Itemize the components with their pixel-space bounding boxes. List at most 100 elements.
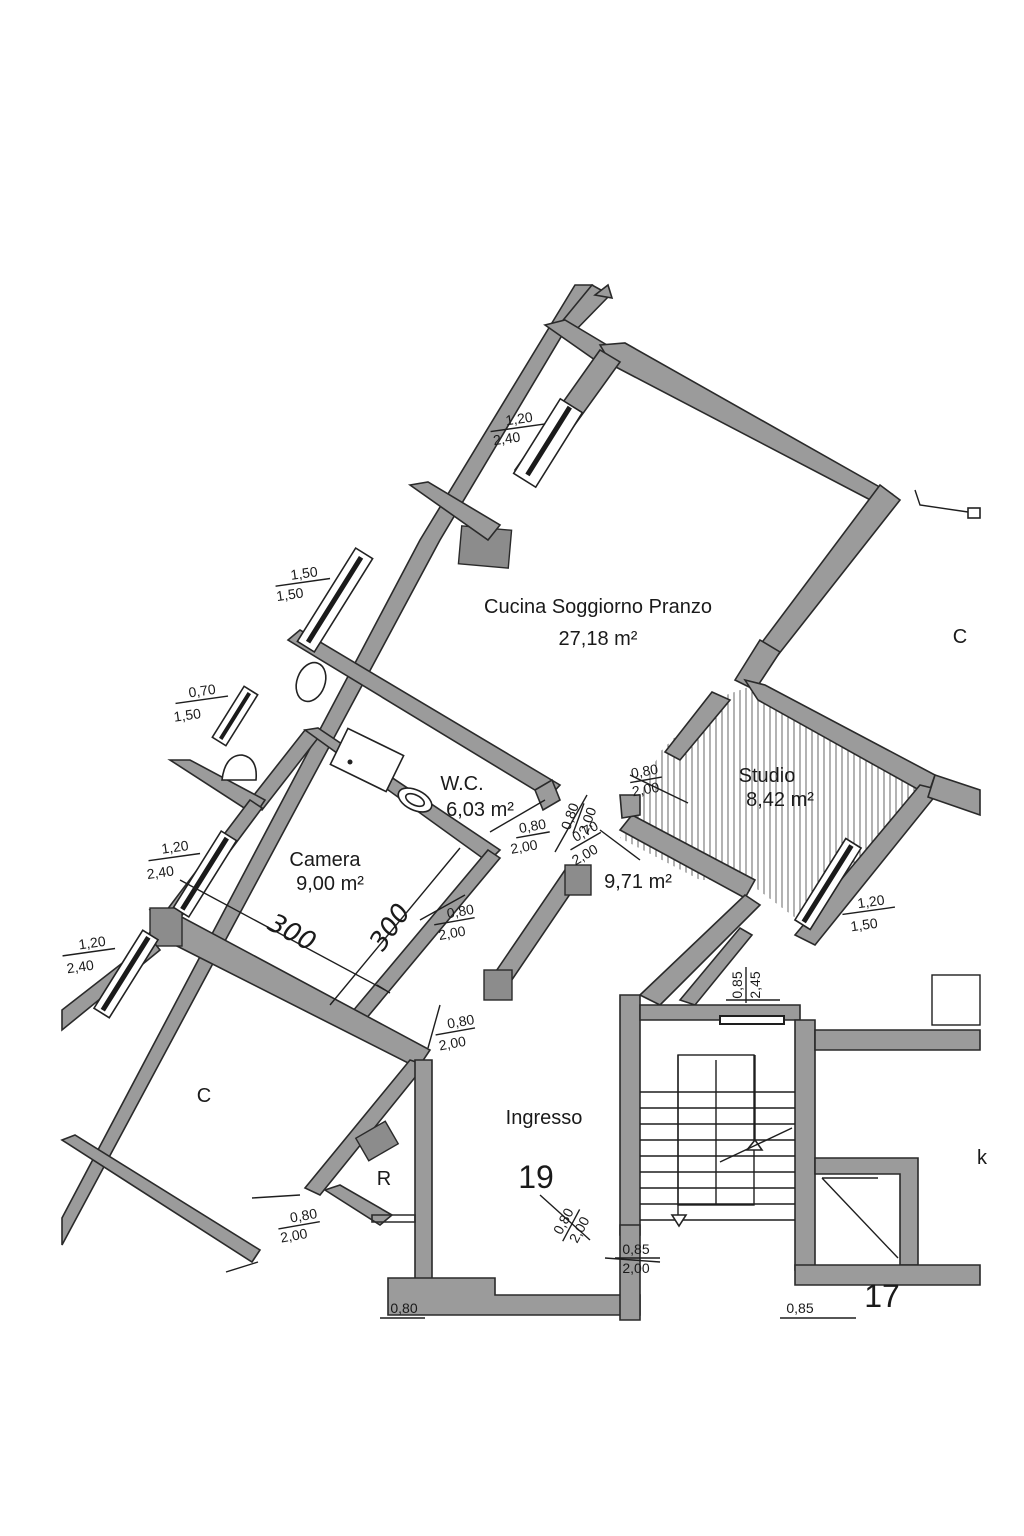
svg-text:0,80: 0,80 <box>289 1205 319 1226</box>
door-camera-label: 0,80 2,00 <box>434 901 475 944</box>
room-camera-name: Camera <box>289 849 361 871</box>
wall-top-right-cap <box>593 283 614 300</box>
svg-text:0,80: 0,80 <box>390 1300 417 1316</box>
window-c-left <box>92 929 160 1019</box>
wall-cucina-inner-left <box>407 481 502 542</box>
window-top <box>512 397 584 489</box>
room-studio-area: 8,42 m² <box>746 789 814 811</box>
room-r-name: R <box>377 1168 391 1190</box>
door-stair-label: 0,85 2,00 <box>615 1241 660 1276</box>
wall-door-jamb-2 <box>619 794 641 819</box>
wall-k-box <box>814 1157 919 1266</box>
wall-studio-west <box>663 691 732 762</box>
svg-text:1,20: 1,20 <box>160 837 189 857</box>
win-top-label: 1,20 2,40 <box>490 409 546 449</box>
wall-right-out <box>927 773 981 817</box>
svg-text:0,80: 0,80 <box>518 816 548 837</box>
wall-k-north <box>814 1029 981 1051</box>
wall-wc-north <box>286 629 562 800</box>
room-k-name: k <box>977 1147 988 1169</box>
c-right-arc <box>914 489 969 513</box>
window-150 <box>296 546 374 654</box>
svg-text:0,80: 0,80 <box>630 761 660 782</box>
svg-text:0,80: 0,80 <box>445 901 475 922</box>
svg-text:0,85: 0,85 <box>729 971 745 998</box>
room-camera-area: 9,00 m² <box>296 873 364 895</box>
wall-r-closet <box>323 1184 394 1226</box>
svg-text:1,50: 1,50 <box>289 563 318 583</box>
unit-19-number: 19 <box>518 1159 554 1195</box>
svg-text:2,00: 2,00 <box>622 1260 649 1276</box>
room-disimpegno-area: 9,71 m² <box>604 871 672 893</box>
room-ingresso-name: Ingresso <box>506 1107 583 1129</box>
wall-ingresso-east <box>619 994 641 1236</box>
toilet-fixture <box>221 754 258 781</box>
wall-cleft-east <box>303 1059 427 1196</box>
svg-text:1,20: 1,20 <box>504 409 533 429</box>
door-leaders <box>225 774 856 1319</box>
wall-ingresso-west <box>414 1059 433 1286</box>
svg-text:0,85: 0,85 <box>622 1241 649 1257</box>
wall-cucina-east <box>758 483 902 657</box>
svg-text:0,80: 0,80 <box>446 1011 476 1032</box>
svg-text:2,40: 2,40 <box>66 957 95 977</box>
win-150-label: 1,50 1,50 <box>275 563 331 604</box>
svg-text:1,20: 1,20 <box>77 933 106 953</box>
lift-opening-label: 0,85 2,45 <box>729 967 763 1003</box>
svg-text:0,85: 0,85 <box>786 1300 813 1316</box>
door-wc-a-label: 0,80 2,00 <box>509 816 550 857</box>
wall-k-bottom <box>794 1264 981 1286</box>
wall-stair-entry <box>619 1224 641 1321</box>
wall-r-closet-front <box>371 1214 416 1223</box>
pillar-corridor-1 <box>564 864 592 896</box>
bidet-fixture <box>295 661 327 703</box>
win-c-left-label: 1,20 2,40 <box>62 933 116 977</box>
wall-cleft-south <box>60 1134 262 1264</box>
svg-text:2,00: 2,00 <box>437 1033 467 1054</box>
win-070-label: 0,70 1,50 <box>173 681 229 725</box>
pillar-corridor-2 <box>483 969 513 1001</box>
wall-lift-left <box>678 926 754 1006</box>
svg-text:2,00: 2,00 <box>437 923 467 944</box>
svg-text:1,50: 1,50 <box>849 915 878 935</box>
wall-stair-diag <box>638 893 762 1006</box>
window-070 <box>211 685 259 747</box>
svg-text:1,50: 1,50 <box>275 584 304 604</box>
room-wc-name: W.C. <box>440 773 483 795</box>
wall-cucina-north <box>598 342 894 506</box>
svg-text:2,00: 2,00 <box>279 1225 309 1246</box>
room-cucina-name: Cucina Soggiorno Pranzo <box>484 596 712 618</box>
svg-text:2,40: 2,40 <box>492 429 521 449</box>
window-studio <box>793 837 863 931</box>
pillar-r <box>354 1120 400 1162</box>
svg-text:0,70: 0,70 <box>187 681 216 701</box>
lift-door <box>719 1015 785 1025</box>
wall-stair-east <box>794 1019 816 1271</box>
sink-fixture <box>397 787 433 813</box>
svg-text:1,20: 1,20 <box>856 892 885 912</box>
svg-text:2,00: 2,00 <box>509 836 539 857</box>
stair-treads <box>640 1054 795 1228</box>
unit-17-number: 17 <box>864 1278 900 1314</box>
room-c-left-name: C <box>197 1085 211 1107</box>
door-studio-label: 0,80 2,00 <box>630 761 662 800</box>
wall-ingresso-south <box>387 1277 641 1316</box>
door-bottom-left-label: 0,80 <box>390 1300 417 1316</box>
room-studio-name: Studio <box>739 765 796 787</box>
k-fixture <box>931 974 981 1026</box>
win-studio-label: 1,20 1,50 <box>842 892 896 935</box>
win-camera-label: 1,20 2,40 <box>146 837 201 882</box>
room-wc-area: 6,03 m² <box>446 799 514 821</box>
door-bottom-right-label: 0,85 <box>786 1300 813 1316</box>
svg-text:2,00: 2,00 <box>631 779 661 800</box>
room-cucina-area: 27,18 m² <box>559 628 638 650</box>
wall-wc-left <box>167 759 267 817</box>
svg-text:2,40: 2,40 <box>146 862 175 882</box>
door-c-left-label: 0,80 2,00 <box>278 1205 320 1246</box>
wall-studio-south <box>618 813 757 900</box>
window-camera <box>172 829 238 919</box>
room-c-right-name: C <box>953 626 967 648</box>
door-ingresso-label: 0,80 2,00 <box>435 1011 476 1054</box>
camera-dimension-lines <box>179 847 461 1006</box>
